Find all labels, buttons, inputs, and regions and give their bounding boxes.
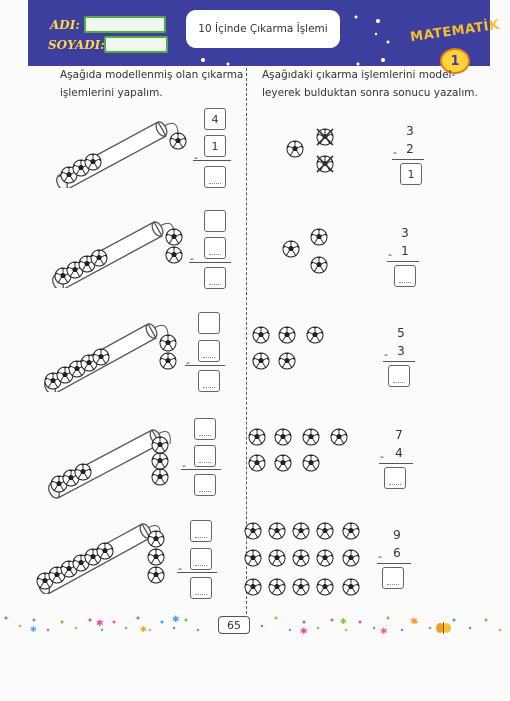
answer-box-result[interactable] bbox=[394, 265, 416, 287]
minus-sign: - bbox=[182, 459, 186, 472]
minuend: 3 bbox=[406, 124, 414, 138]
sum-line bbox=[185, 365, 225, 366]
sum-line bbox=[181, 469, 221, 470]
page-title: 10 İçinde Çıkarma İşlemi bbox=[198, 23, 328, 35]
minuend: 5 bbox=[397, 326, 405, 340]
answer-box-top[interactable]: 4 bbox=[204, 108, 226, 130]
ball-model-icon bbox=[252, 326, 324, 370]
subtrahend: 2 bbox=[406, 142, 414, 156]
subject-label: MATEMATİK bbox=[409, 17, 501, 46]
sum-line bbox=[193, 160, 231, 161]
left-instruction-line2: işlemlerini yapalım. bbox=[60, 87, 163, 99]
sum-line bbox=[383, 361, 415, 362]
svg-text:✱: ✱ bbox=[96, 619, 104, 629]
sum-line bbox=[177, 572, 217, 573]
svg-text:✱: ✱ bbox=[410, 617, 418, 627]
minus-sign: - bbox=[378, 550, 382, 563]
tube-model-icon bbox=[36, 523, 165, 594]
name-label: ADI: bbox=[50, 18, 80, 32]
tube-model-icon bbox=[44, 323, 177, 392]
answer-box-result[interactable] bbox=[198, 370, 220, 392]
minuend: 9 bbox=[393, 528, 401, 542]
svg-text:✱: ✱ bbox=[340, 617, 347, 626]
answer-box-top[interactable] bbox=[204, 210, 226, 232]
left-instruction-line1: Aşağıda modellenmiş olan çıkarma bbox=[60, 69, 244, 81]
ball-model-icon bbox=[248, 428, 348, 472]
subtrahend: 4 bbox=[395, 446, 403, 460]
answer-box-bottom[interactable] bbox=[204, 237, 226, 259]
svg-text:✱: ✱ bbox=[380, 627, 388, 637]
ball-model-icon bbox=[286, 128, 346, 176]
answer-box-top[interactable] bbox=[190, 520, 212, 542]
ball-model-icon bbox=[244, 522, 360, 596]
right-instruction-line2: leyerek bulduktan sonra sonucu yazalım. bbox=[262, 87, 478, 99]
sum-line bbox=[392, 159, 424, 160]
page-header: ADI: SOYADI: 10 İçinde Çıkarma İşlemi MA… bbox=[28, 0, 501, 74]
tube-model-icon bbox=[52, 221, 183, 288]
tube-model-icon bbox=[56, 121, 187, 188]
ball-model-icon bbox=[282, 228, 328, 274]
column-divider bbox=[246, 68, 247, 614]
answer-box-bottom[interactable] bbox=[198, 340, 220, 362]
page-title-banner: 10 İçinde Çıkarma İşlemi bbox=[186, 10, 340, 48]
subtrahend: 1 bbox=[401, 244, 409, 258]
right-instruction: Aşağıdaki çıkarma işlemlerini model- ley… bbox=[262, 66, 478, 102]
sum-line bbox=[189, 262, 231, 263]
minus-sign: - bbox=[384, 348, 388, 361]
minus-sign: - bbox=[380, 450, 384, 463]
minus-sign: - bbox=[393, 146, 397, 159]
minus-sign: - bbox=[178, 562, 182, 575]
svg-text:✱: ✱ bbox=[300, 627, 308, 637]
answer-box-top[interactable] bbox=[198, 312, 220, 334]
confetti-decoration: ✱ ✱ ✱ ✱ ✱ ✱ ✱ ✱ bbox=[4, 615, 502, 637]
minuend: 3 bbox=[401, 226, 409, 240]
minus-sign: - bbox=[186, 356, 190, 369]
sum-line bbox=[377, 563, 411, 564]
answer-box-result[interactable] bbox=[382, 567, 404, 589]
subtrahend: 6 bbox=[393, 546, 401, 560]
sum-line bbox=[387, 261, 419, 262]
answer-box-result[interactable]: 1 bbox=[400, 163, 422, 185]
answer-box-bottom[interactable]: 1 bbox=[204, 135, 226, 157]
answer-box-top[interactable] bbox=[194, 418, 216, 440]
surname-field[interactable] bbox=[104, 36, 168, 53]
minuend: 7 bbox=[395, 428, 403, 442]
minus-sign: - bbox=[388, 248, 392, 261]
right-instruction-line1: Aşağıdaki çıkarma işlemlerini model- bbox=[262, 69, 456, 81]
answer-box-result[interactable] bbox=[384, 467, 406, 489]
answer-box-result[interactable] bbox=[204, 166, 226, 188]
page-number: 65 bbox=[218, 616, 250, 634]
butterfly-icon bbox=[436, 622, 451, 634]
minus-sign: - bbox=[190, 252, 194, 265]
answer-box-bottom[interactable] bbox=[190, 548, 212, 570]
surname-label: SOYADI: bbox=[48, 38, 105, 52]
subtrahend: 3 bbox=[397, 344, 405, 358]
svg-text:✱: ✱ bbox=[140, 625, 147, 634]
minus-sign: - bbox=[194, 151, 198, 164]
svg-text:✱: ✱ bbox=[30, 625, 37, 634]
answer-box-result[interactable] bbox=[190, 577, 212, 599]
sum-line bbox=[379, 463, 413, 464]
left-instruction: Aşağıda modellenmiş olan çıkarma işlemle… bbox=[60, 66, 243, 102]
grade-badge: 1 bbox=[440, 48, 470, 74]
answer-box-result[interactable] bbox=[194, 474, 216, 496]
answer-box-bottom[interactable] bbox=[194, 445, 216, 467]
tube-model-icon bbox=[48, 429, 171, 499]
answer-box-result[interactable] bbox=[204, 267, 226, 289]
svg-text:✱: ✱ bbox=[172, 615, 180, 625]
grade-number: 1 bbox=[450, 53, 460, 69]
answer-box-result[interactable] bbox=[388, 365, 410, 387]
name-field[interactable] bbox=[84, 16, 166, 33]
